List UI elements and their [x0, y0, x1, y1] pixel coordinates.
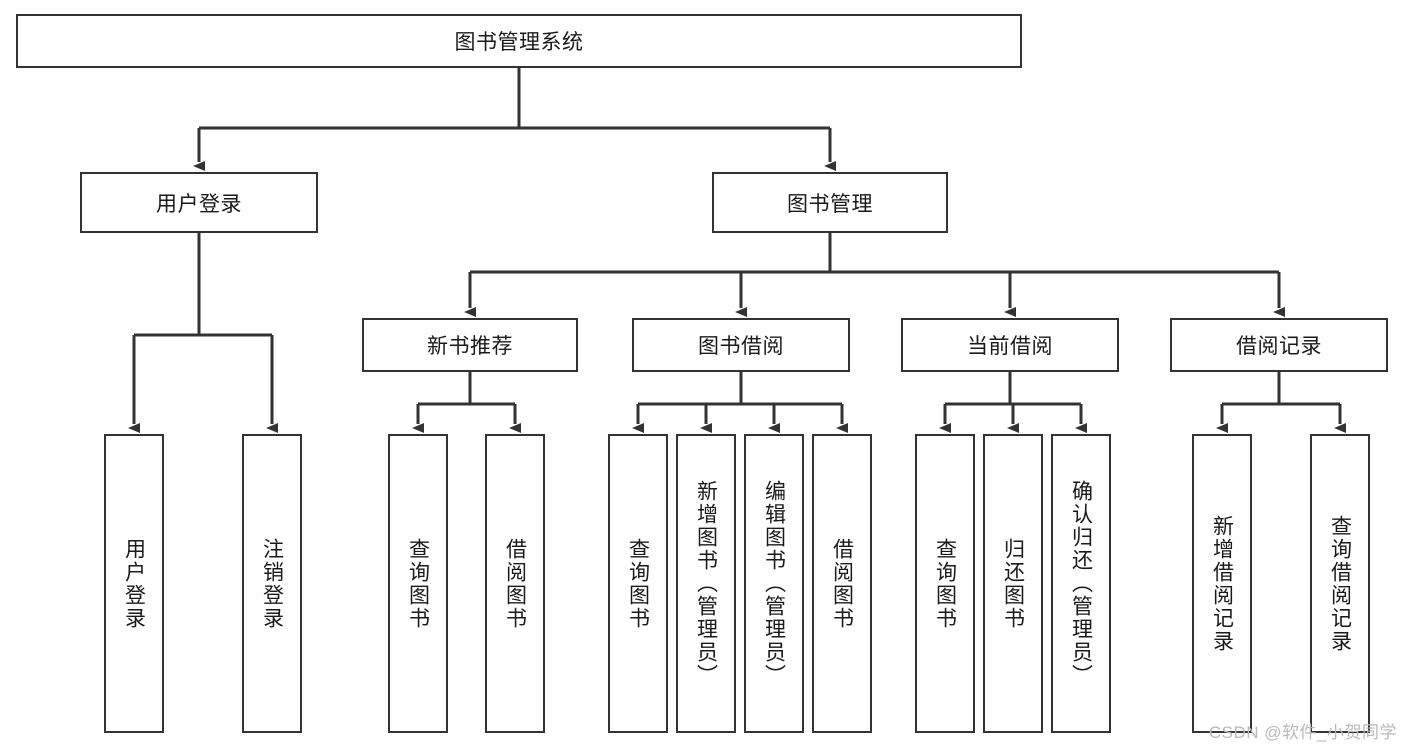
node-leaf-l3-1-2[interactable]: 编辑图书（管理员） — [744, 434, 804, 733]
node-leaf-l3-2-2[interactable]: 确认归还（管理员） — [1051, 434, 1111, 733]
node-label: 借阅记录 — [1236, 335, 1322, 358]
node-label: 确认归还（管理员） — [1069, 480, 1093, 687]
node-label: 查询图书 — [933, 537, 957, 630]
node-label: 查询借阅记录 — [1328, 514, 1352, 653]
node-label: 图书管理系统 — [454, 31, 584, 54]
node-leaf-l3-3-0[interactable]: 新增借阅记录 — [1192, 434, 1252, 733]
node-level3-2[interactable]: 当前借阅 — [901, 318, 1119, 372]
node-label: 用户登录 — [122, 537, 146, 630]
node-label: 新书推荐 — [427, 335, 513, 358]
node-leaf-l3-0-1[interactable]: 借阅图书 — [485, 434, 545, 733]
node-leaf-l3-2-1[interactable]: 归还图书 — [983, 434, 1043, 733]
node-leaf-l3-3-1[interactable]: 查询借阅记录 — [1310, 434, 1370, 733]
node-label: 归还图书 — [1001, 537, 1025, 630]
node-level3-1[interactable]: 图书借阅 — [632, 318, 850, 372]
node-leaf-l3-1-1[interactable]: 新增图书（管理员） — [676, 434, 736, 733]
connector-group — [128, 68, 1346, 433]
node-leaf-l3-2-0[interactable]: 查询图书 — [915, 434, 975, 733]
node-level2-0[interactable]: 用户登录 — [80, 172, 318, 233]
node-level2-1[interactable]: 图书管理 — [712, 172, 948, 233]
node-label: 图书管理 — [787, 192, 873, 216]
node-label: 图书借阅 — [698, 335, 784, 358]
node-label: 当前借阅 — [967, 335, 1053, 358]
node-label: 查询图书 — [406, 537, 430, 630]
node-label: 新增图书（管理员） — [694, 480, 718, 687]
node-label: 用户登录 — [156, 192, 242, 216]
node-leaf-l3-0-0[interactable]: 查询图书 — [388, 434, 448, 733]
node-level3-0[interactable]: 新书推荐 — [362, 318, 578, 372]
node-label: 注销登录 — [260, 537, 284, 630]
node-level3-3[interactable]: 借阅记录 — [1170, 318, 1388, 372]
node-label: 借阅图书 — [503, 537, 527, 630]
node-leaf-l2-0-0[interactable]: 用户登录 — [104, 434, 164, 733]
node-leaf-l3-1-3[interactable]: 借阅图书 — [812, 434, 872, 733]
node-leaf-l3-1-0[interactable]: 查询图书 — [608, 434, 668, 733]
node-leaf-l2-0-1[interactable]: 注销登录 — [242, 434, 302, 733]
node-label: 借阅图书 — [830, 537, 854, 630]
node-label: 新增借阅记录 — [1210, 514, 1234, 653]
node-label: 查询图书 — [626, 537, 650, 630]
node-label: 编辑图书（管理员） — [762, 480, 786, 687]
node-root-system[interactable]: 图书管理系统 — [16, 14, 1022, 68]
